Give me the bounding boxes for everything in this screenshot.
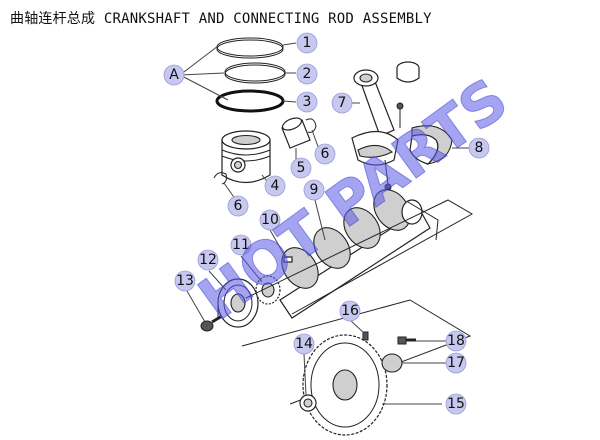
callout-18: 18 [445,330,467,352]
piston-ring-2 [224,62,286,84]
callout-number: 18 [447,333,465,349]
callout-number: 2 [303,66,312,82]
connecting-rod [351,69,404,191]
callout-2: 2 [296,63,318,85]
callout-number: 11 [232,237,250,253]
callout-16: 16 [339,300,361,322]
callout-9: 9 [303,179,325,201]
pilot-bearing [299,394,317,412]
callout-10: 10 [259,209,281,231]
callout-number: 1 [303,35,312,51]
flywheel-washer [381,353,403,373]
callout-4: 4 [264,175,286,197]
snap-ring-right [305,118,317,133]
callout-8: 8 [468,137,490,159]
callout-number: 7 [338,95,347,111]
callout-1: 1 [296,32,318,54]
callout-11: 11 [230,234,252,256]
small-end-bushing [396,61,420,83]
callout-15: 15 [445,393,467,415]
piston-ring-3 [215,89,285,113]
callout-12: 12 [197,249,219,271]
callout-13: 13 [174,270,196,292]
callout-7: 7 [331,92,353,114]
callout-number: 12 [199,252,217,268]
callout-number: 14 [295,336,313,352]
callout-number: 5 [297,160,306,176]
piston [221,130,271,184]
assembly-outline-upper [245,199,474,315]
callout-number: 13 [176,273,194,289]
flywheel-bolt [397,336,416,345]
snap-ring-left [213,172,227,185]
callout-number: 15 [447,396,465,412]
callout-14: 14 [293,333,315,355]
callout-5: 5 [290,157,312,179]
callout-6: 6 [314,143,336,165]
piston-ring-1 [216,37,284,59]
dowel-pin [362,331,369,341]
callout-number: 16 [341,303,359,319]
rod-bearing [409,125,453,165]
callout-number: 17 [447,355,465,371]
flywheel [302,334,388,436]
crank-pulley [217,278,259,328]
pulley-bolt [200,314,223,332]
callout-number: 6 [234,198,243,214]
callout-17: 17 [445,352,467,374]
callout-number: 8 [475,140,484,156]
callout-number: 9 [310,182,319,198]
svg-text:A: A [169,67,179,83]
group-label: A [163,64,185,86]
callout-number: 4 [271,178,280,194]
callout-number: 3 [303,94,312,110]
callout-number: 6 [321,146,330,162]
piston-pin [281,117,311,149]
callout-6: 6 [227,195,249,217]
crankshaft [279,189,439,319]
callout-number: 10 [261,212,279,228]
callout-3: 3 [296,91,318,113]
woodruff-key [283,256,293,263]
page-title: 曲轴连杆总成 CRANKSHAFT AND CONNECTING ROD ASS… [10,11,432,27]
leader-lines [179,42,470,405]
